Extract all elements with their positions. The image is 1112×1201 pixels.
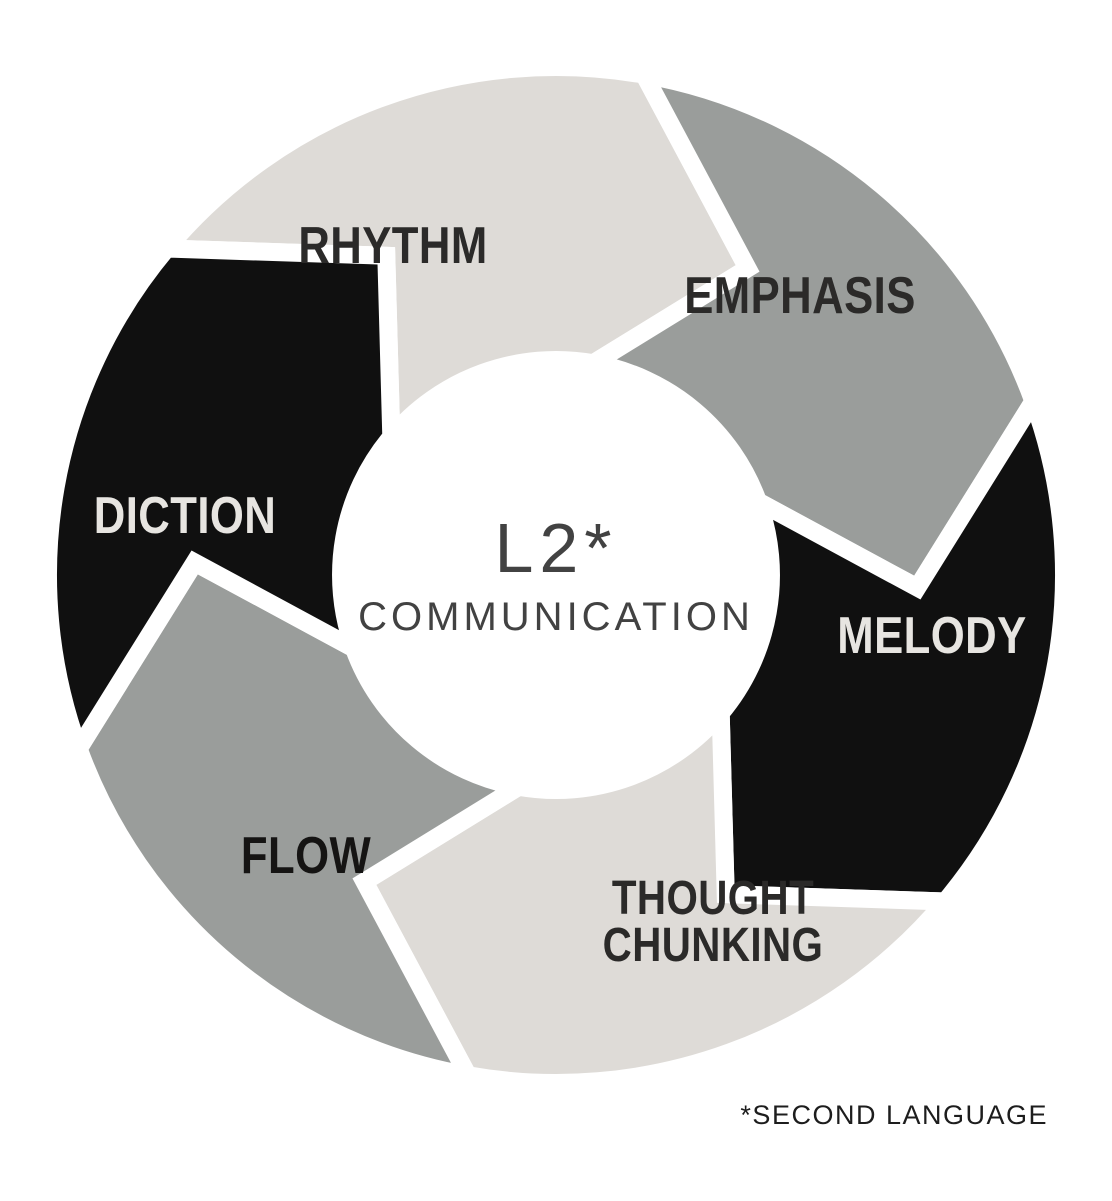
center-title: L2* COMMUNICATION <box>326 510 786 640</box>
segment-melody <box>711 380 1073 911</box>
segment-label-rhythm-text: RHYTHM <box>298 217 488 275</box>
segment-thought-chunking <box>352 689 964 1093</box>
segment-label-flow-text: FLOW <box>240 827 372 885</box>
segment-diction <box>39 239 401 770</box>
segment-label-melody-text: MELODY <box>837 607 1027 665</box>
segment-emphasis <box>568 62 1044 600</box>
segment-label-emphasis-text: EMPHASIS <box>684 267 916 325</box>
segment-label-melody: MELODY <box>819 606 1044 666</box>
segment-label-diction: DICTION <box>76 486 293 546</box>
segment-label-thought-chunking-text: THOUGHT CHUNKING <box>602 871 824 972</box>
center-title-line1: L2* <box>494 509 618 587</box>
segment-rhythm <box>148 57 760 461</box>
segment-label-rhythm: RHYTHM <box>280 216 505 276</box>
segment-label-flow: FLOW <box>228 826 383 886</box>
segment-flow <box>68 550 544 1088</box>
center-title-line2: COMMUNICATION <box>358 595 754 639</box>
segment-label-emphasis: EMPHASIS <box>662 266 938 326</box>
segment-label-diction-text: DICTION <box>93 487 277 545</box>
footnote-second-language: *SECOND LANGUAGE <box>740 1100 1048 1130</box>
segment-label-thought-chunking: THOUGHT CHUNKING <box>548 871 878 972</box>
